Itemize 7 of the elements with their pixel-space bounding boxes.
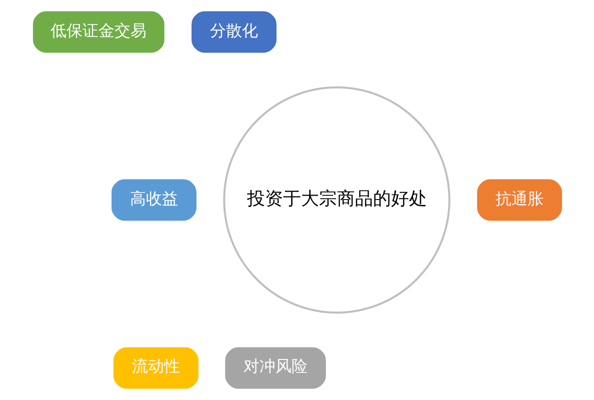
node-box: 流动性 xyxy=(112,347,198,389)
node-box: 低保证金交易 xyxy=(32,11,164,53)
node-box: 高收益 xyxy=(111,179,196,221)
node-box: 对冲风险 xyxy=(224,347,326,389)
node-circle: 投资于大宗商品的好处 xyxy=(222,86,450,314)
node-box: 抗通胀 xyxy=(476,179,562,221)
node-box: 分散化 xyxy=(191,11,276,53)
